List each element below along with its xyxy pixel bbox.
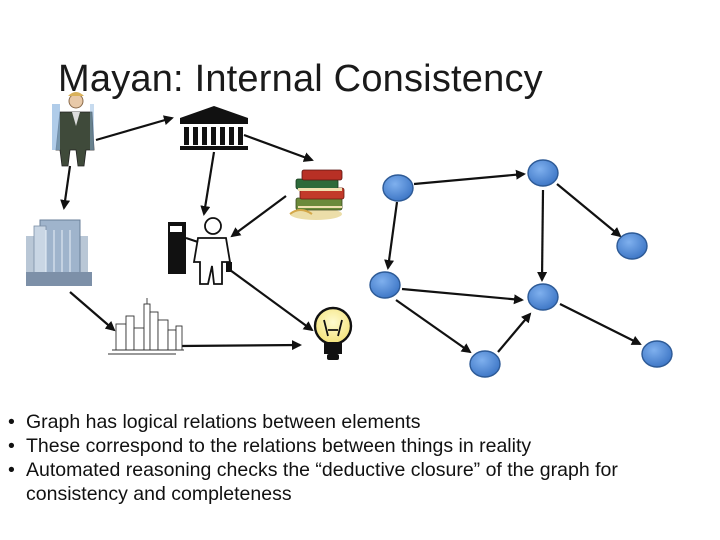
edge-building-to-city bbox=[69, 291, 116, 332]
right-graph-edges bbox=[384, 169, 642, 354]
edge-n2-n5 bbox=[556, 183, 622, 238]
graph-node-6 bbox=[469, 350, 501, 378]
bullet-text: These correspond to the relations betwee… bbox=[26, 435, 532, 457]
edge-n1-n2 bbox=[413, 169, 526, 186]
voter-icon bbox=[168, 217, 232, 285]
office-building-icon bbox=[26, 219, 92, 286]
bullet-symbol: • bbox=[8, 435, 15, 457]
graph-node-3 bbox=[369, 271, 401, 299]
edge-n3-n4 bbox=[401, 287, 524, 305]
bullet-list: • Graph has logical relations between el… bbox=[8, 410, 708, 506]
edge-n6-n4 bbox=[497, 312, 532, 353]
edge-person-to-courthouse bbox=[95, 115, 174, 142]
graph-node-1 bbox=[382, 174, 414, 202]
edge-city-to-lightbulb bbox=[179, 340, 302, 351]
edge-courthouse-to-voter bbox=[200, 151, 216, 216]
edge-n2-n4 bbox=[537, 189, 548, 282]
bullet-item: • Graph has logical relations between el… bbox=[8, 410, 708, 434]
bullet-text: Automated reasoning checks the “deductiv… bbox=[26, 459, 618, 505]
edge-person-to-building bbox=[60, 165, 72, 210]
edge-books-to-voter bbox=[230, 195, 287, 238]
bullet-symbol: • bbox=[8, 459, 15, 481]
city-skyline-icon bbox=[108, 298, 184, 355]
lightbulb-icon bbox=[313, 306, 353, 360]
graph-node-5 bbox=[616, 232, 648, 260]
bullet-text: Graph has logical relations between elem… bbox=[26, 411, 421, 433]
edge-voter-to-lightbulb bbox=[229, 269, 314, 332]
courthouse-icon bbox=[180, 106, 248, 150]
edge-n4-n7 bbox=[559, 303, 642, 345]
person-icon bbox=[52, 92, 95, 167]
edge-n1-n3 bbox=[384, 201, 399, 270]
left-graph-edges bbox=[60, 115, 314, 351]
graph-node-4 bbox=[527, 283, 559, 311]
right-graph-nodes bbox=[369, 159, 673, 378]
graph-node-7 bbox=[641, 340, 673, 368]
slide-title: Mayan: Internal Consistency bbox=[58, 58, 543, 100]
bullet-symbol: • bbox=[8, 411, 15, 433]
edge-courthouse-to-books bbox=[243, 133, 314, 162]
graph-node-2 bbox=[527, 159, 559, 187]
edge-n3-n6 bbox=[395, 299, 472, 354]
bullet-item: • Automated reasoning checks the “deduct… bbox=[8, 458, 708, 506]
books-icon bbox=[289, 169, 345, 220]
bullet-item: • These correspond to the relations betw… bbox=[8, 434, 708, 458]
